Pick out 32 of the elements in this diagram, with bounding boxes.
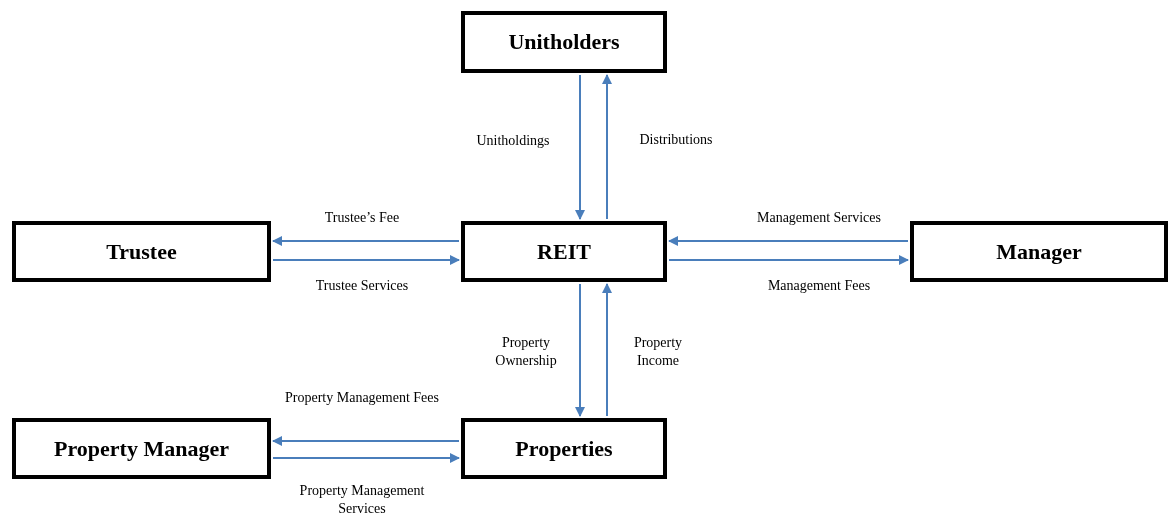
arrow xyxy=(668,255,909,265)
arrow xyxy=(602,74,612,220)
edge-label: Trustee’s Fee xyxy=(323,209,401,227)
entity-box xyxy=(12,418,271,479)
arrow xyxy=(272,236,460,246)
entity-name: Unitholders xyxy=(508,29,620,55)
entity-name: REIT xyxy=(537,238,591,265)
arrow xyxy=(272,436,460,446)
edge-label: Management Services xyxy=(756,209,882,227)
edge-label: Distributions xyxy=(638,131,714,149)
arrow xyxy=(272,453,460,463)
arrow xyxy=(602,283,612,417)
edge-label: Management Fees xyxy=(766,277,872,295)
entity-box xyxy=(910,221,1168,282)
edge-label: Unitholdings xyxy=(475,132,551,150)
edge-label: Property Ownership xyxy=(494,334,558,370)
entity-name: Manager xyxy=(996,238,1082,265)
edge-label: Property Management Fees xyxy=(284,389,440,407)
edge-label: Trustee Services xyxy=(314,277,410,295)
arrow xyxy=(668,236,909,246)
entity-name: Trustee xyxy=(106,238,177,265)
entity-box xyxy=(461,418,667,479)
edge-label: Property Income xyxy=(632,334,684,370)
arrow xyxy=(575,283,585,417)
edge-label: Property Management Services xyxy=(298,482,426,518)
entity-box xyxy=(12,221,271,282)
entity-name: Properties xyxy=(515,435,613,462)
entity-box xyxy=(461,11,667,73)
arrow xyxy=(272,255,460,265)
entity-box xyxy=(461,221,667,282)
arrow xyxy=(575,74,585,220)
entity-name: Property Manager xyxy=(54,435,229,462)
